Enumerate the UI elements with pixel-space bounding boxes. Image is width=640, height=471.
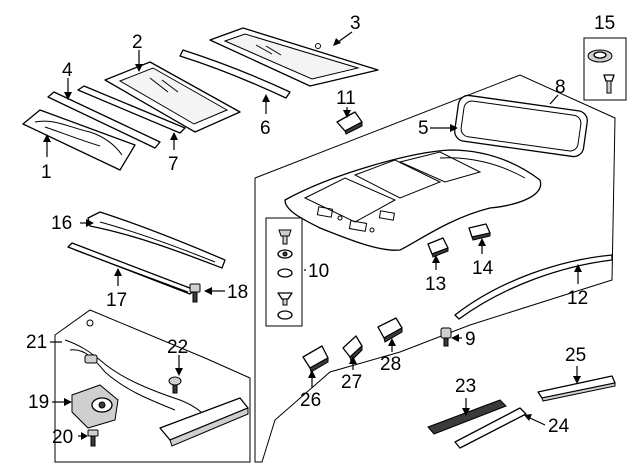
part-22-bolt[interactable] bbox=[168, 376, 182, 394]
part-26-bracket[interactable] bbox=[302, 345, 329, 373]
callout-3: 3 bbox=[350, 13, 361, 34]
callout-17: 17 bbox=[106, 290, 127, 311]
leader-lines bbox=[43, 31, 582, 440]
part-2-glass-panel[interactable] bbox=[104, 61, 241, 133]
callout-8: 8 bbox=[555, 77, 566, 98]
callout-28: 28 bbox=[380, 354, 401, 375]
part-19-motor[interactable] bbox=[71, 384, 119, 429]
callout-21: 21 bbox=[26, 332, 47, 353]
callout-numbers: 1 2 3 4 5 6 7 8 9 10 11 12 13 14 15 16 1… bbox=[26, 13, 615, 448]
callout-7: 7 bbox=[168, 154, 179, 175]
part-24-trim[interactable] bbox=[454, 407, 527, 449]
part-18-bolt[interactable] bbox=[189, 283, 201, 303]
part-28-bracket[interactable] bbox=[377, 317, 403, 343]
callout-11: 11 bbox=[336, 88, 356, 109]
part-15-hardware-kit[interactable] bbox=[583, 37, 627, 101]
callout-18: 18 bbox=[227, 282, 248, 303]
callout-26: 26 bbox=[300, 390, 321, 411]
callout-6: 6 bbox=[260, 118, 271, 139]
callout-12: 12 bbox=[567, 288, 588, 309]
part-5-sunroof-frame[interactable] bbox=[453, 94, 588, 158]
part-9-bolt[interactable] bbox=[440, 327, 452, 347]
part-20-bolt[interactable] bbox=[87, 429, 99, 447]
callout-13: 13 bbox=[425, 274, 446, 295]
part-13-clip[interactable] bbox=[427, 237, 449, 258]
headliner-region-outline bbox=[254, 74, 616, 463]
part-3-glass-panel[interactable] bbox=[209, 27, 379, 87]
callout-27: 27 bbox=[341, 372, 362, 393]
part-11-bracket[interactable] bbox=[336, 111, 363, 135]
callout-10: 10 bbox=[308, 261, 329, 282]
part-12-trim-strip[interactable] bbox=[454, 254, 613, 320]
callout-2: 2 bbox=[132, 32, 143, 53]
callout-20: 20 bbox=[52, 427, 73, 448]
callout-9: 9 bbox=[465, 329, 476, 350]
part-23-trim[interactable] bbox=[427, 399, 507, 435]
callout-1: 1 bbox=[41, 162, 52, 183]
headliner-assembly[interactable] bbox=[284, 149, 542, 251]
part-21-drive-cable-assembly[interactable] bbox=[54, 309, 251, 463]
part-6-guide-rail[interactable] bbox=[179, 49, 291, 99]
part-7-seal-strip[interactable] bbox=[77, 85, 186, 134]
callout-15: 15 bbox=[594, 13, 615, 34]
callout-23: 23 bbox=[455, 376, 476, 397]
callout-19: 19 bbox=[28, 392, 49, 413]
callout-24: 24 bbox=[548, 416, 570, 437]
callout-5: 5 bbox=[418, 118, 429, 139]
part-14-clip[interactable] bbox=[468, 223, 491, 241]
callout-25: 25 bbox=[565, 345, 586, 366]
callout-14: 14 bbox=[472, 258, 494, 279]
callout-22: 22 bbox=[167, 337, 188, 358]
part-25-trim[interactable] bbox=[537, 375, 616, 402]
part-1-deflector-panel[interactable] bbox=[22, 109, 136, 171]
callout-16: 16 bbox=[51, 213, 72, 234]
part-10-hardware-kit[interactable] bbox=[265, 217, 303, 327]
part-16-wind-deflector[interactable] bbox=[87, 211, 226, 269]
callout-4: 4 bbox=[62, 60, 73, 81]
part-4-seal-strip[interactable] bbox=[47, 91, 161, 149]
